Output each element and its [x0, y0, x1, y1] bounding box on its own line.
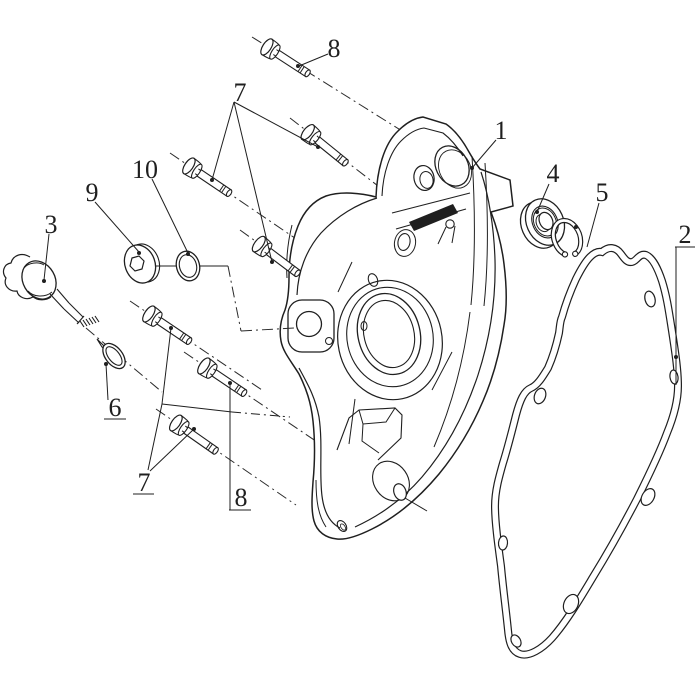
bearing-part	[519, 198, 566, 249]
callout-10: 10	[132, 155, 158, 184]
callout-5: 5	[596, 178, 609, 207]
dipstick-part	[2, 253, 107, 351]
shadow-wedge	[409, 204, 458, 231]
callout-4: 4	[547, 159, 560, 188]
callout-7-top: 7	[234, 78, 247, 107]
callout-8-top: 8	[328, 34, 341, 63]
gasket-part	[490, 244, 683, 659]
oring-10-part	[175, 250, 201, 282]
callout-9: 9	[86, 178, 99, 207]
bolt-8-top	[257, 36, 315, 83]
bolt-7-a	[179, 155, 237, 203]
callout-7-bottom: 7	[138, 468, 151, 497]
bolt-7-d	[139, 303, 197, 351]
callout-2: 2	[679, 220, 692, 249]
bolt-7-b	[298, 121, 354, 172]
callout-8-bottom: 8	[235, 483, 248, 512]
cover-center-boss	[337, 279, 443, 401]
filler-ear	[287, 299, 335, 353]
callout-3: 3	[45, 210, 58, 239]
oring-6-part	[102, 342, 126, 370]
callout-6: 6	[109, 393, 122, 422]
leader-lines	[42, 53, 695, 511]
callout-1: 1	[495, 116, 508, 145]
filler-cap-part	[123, 243, 161, 284]
side-cover-part	[279, 116, 514, 540]
bolt-8-mid	[194, 355, 252, 403]
cap-axis-leader	[156, 265, 295, 332]
callouts: 1 2 3 4 5 6 7 7 8 8 9 10	[45, 34, 692, 512]
bolt-7-e	[166, 412, 224, 461]
leader-dots	[42, 64, 678, 431]
